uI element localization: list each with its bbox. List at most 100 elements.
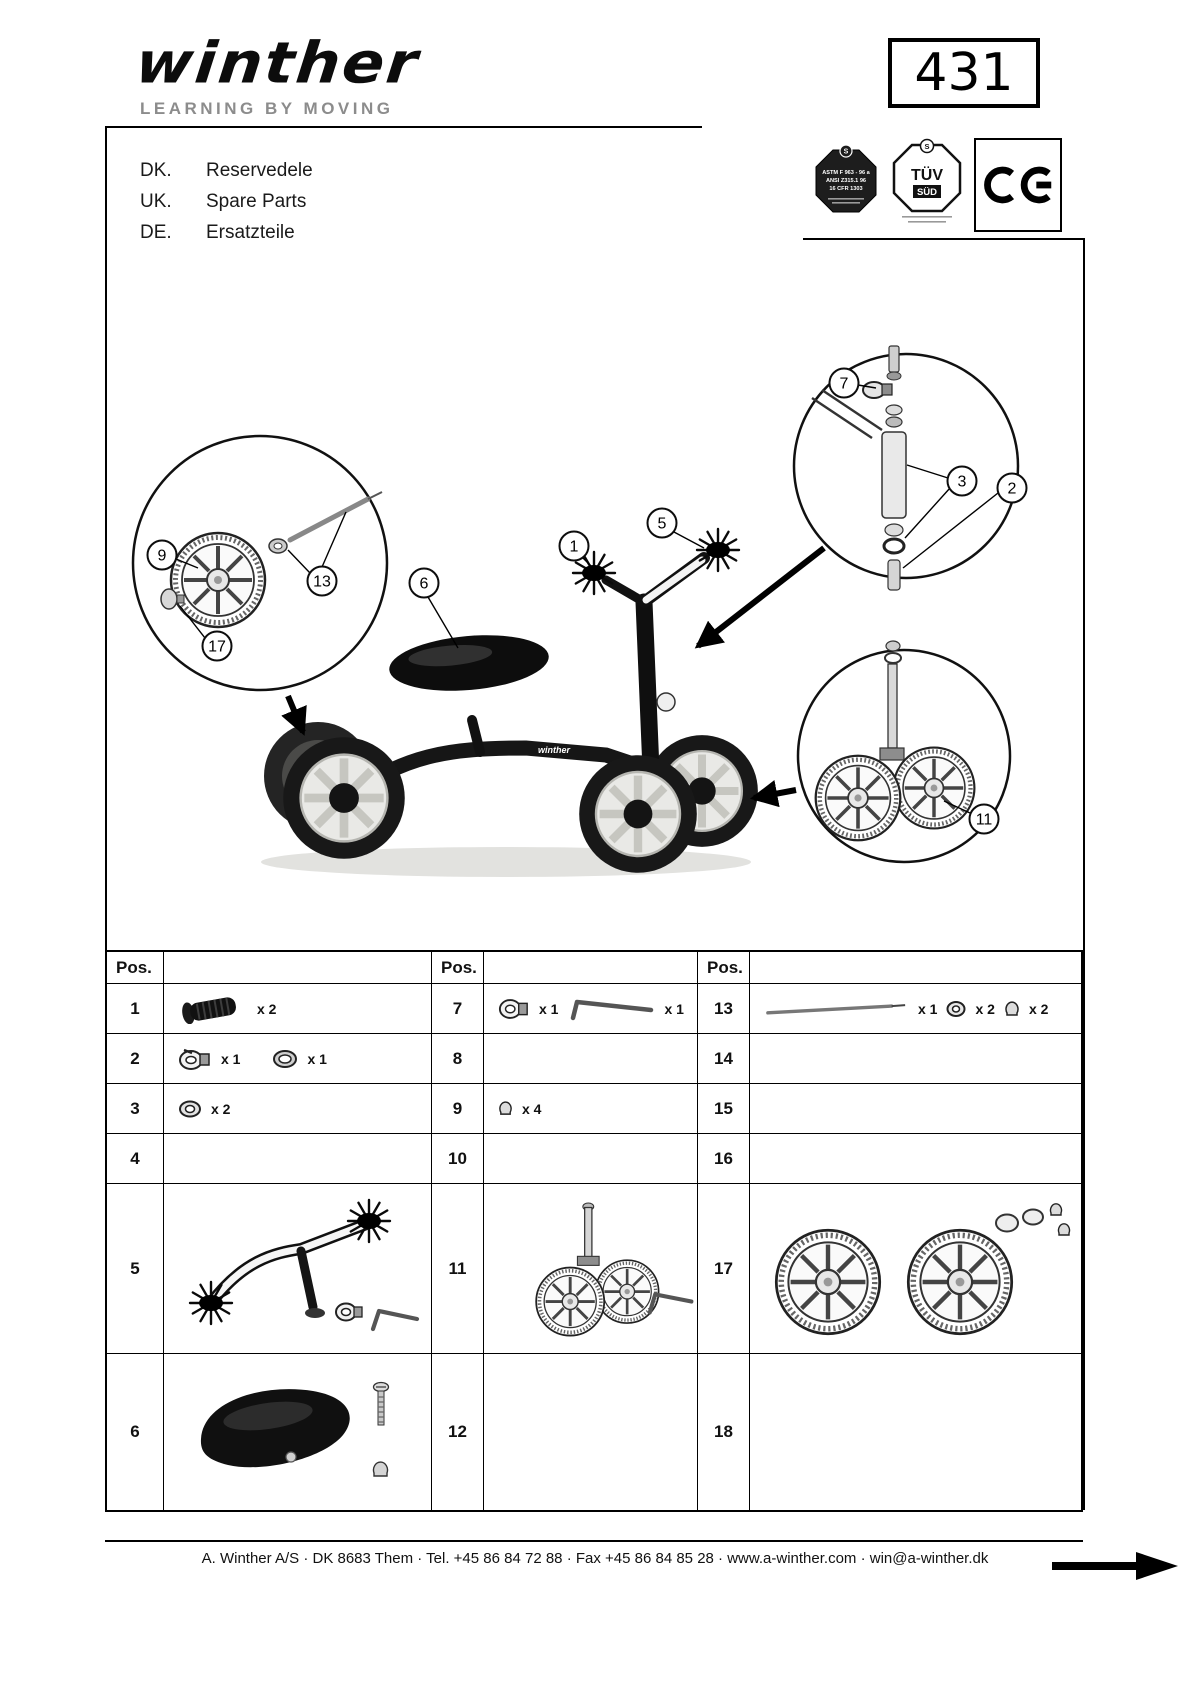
- svg-text:11: 11: [976, 812, 993, 829]
- leader-line: [582, 557, 593, 568]
- language-list: DK. Reservedele UK. Spare Parts DE. Ersa…: [140, 160, 313, 244]
- support-wheel-far: [894, 748, 975, 829]
- parts-cell-3: x 2: [164, 1084, 432, 1134]
- language-label-de: Ersatzteile: [206, 222, 295, 243]
- saddle-nut-icon: [372, 1461, 388, 1477]
- leader-line: [321, 511, 347, 568]
- rear-wheel-near: [283, 737, 405, 859]
- exploded-diagram: winther: [131, 345, 1028, 877]
- cap-nut-icon: [499, 1101, 512, 1115]
- header-spacer: [484, 952, 698, 984]
- parts-cell-14: [750, 1034, 1081, 1084]
- support-wheel-assembly-icon: [533, 1201, 693, 1337]
- parts-cell-11: [484, 1184, 698, 1354]
- parts-cell-13: x 1 x 2 x 2: [750, 984, 1081, 1034]
- parts-cell-4: [164, 1134, 432, 1184]
- footer-contact-info: A. Winther A/S · DK 8683 Them · Tel. +45…: [201, 1550, 989, 1567]
- exploded-support-rod: [887, 663, 898, 749]
- svg-text:3: 3: [958, 474, 967, 491]
- pos-cell: 12: [432, 1354, 484, 1510]
- astm-fine-print-line: [828, 198, 864, 200]
- box-border-left: [105, 126, 107, 1510]
- pos-cell: 2: [107, 1034, 164, 1084]
- pos-cell: 13: [698, 984, 750, 1034]
- exploded-washer: [885, 404, 903, 416]
- astm-line2: ANSI Z315.1 96: [826, 178, 866, 184]
- callout-arrow-rear-wheel: [281, 694, 307, 736]
- clamp-icon: [498, 998, 528, 1019]
- tuv-region-box: [913, 185, 941, 198]
- svg-text:7: 7: [840, 376, 849, 393]
- saddle-bolt-icon: [372, 1381, 389, 1426]
- parts-cell-12: [484, 1354, 698, 1510]
- exploded-tube: [881, 431, 907, 519]
- ce-mark-glyph: [984, 166, 1052, 204]
- bearing-ring-icon: [273, 1049, 298, 1068]
- saddle-assembly-icon: [200, 1381, 389, 1477]
- tuv-region: SÜD: [917, 187, 937, 198]
- wheel-set-icon: [755, 1202, 1070, 1345]
- language-label-dk: Reservedele: [206, 160, 313, 181]
- spare-parts-table: Pos. Pos. Pos. 1 x 2 7 x 1: [105, 950, 1083, 1512]
- tuv-fine-print-line: [902, 216, 952, 218]
- exploded-cap: [885, 640, 901, 652]
- parts-cell-10: [484, 1134, 698, 1184]
- exploded-top-rod: [888, 345, 900, 373]
- exploded-ring: [884, 652, 902, 664]
- exploded-cap: [160, 588, 178, 610]
- language-code-dk: DK.: [140, 160, 172, 181]
- pos-cell: 8: [432, 1034, 484, 1084]
- pos-header: Pos.: [698, 952, 750, 984]
- exploded-bracket: [879, 747, 905, 761]
- quantity-label: x 2: [1028, 1000, 1049, 1017]
- pos-cell: 18: [698, 1354, 750, 1510]
- svg-text:1: 1: [570, 539, 579, 556]
- pos-cell: 1: [107, 984, 164, 1034]
- language-code-de: DE.: [140, 222, 172, 243]
- saddle: [389, 635, 549, 691]
- parts-cell-18: [750, 1354, 1081, 1510]
- exploded-collar: [886, 371, 902, 381]
- svg-text:2: 2: [1008, 481, 1017, 498]
- box-border-top-right: [803, 238, 1085, 240]
- exploded-axle: [287, 496, 371, 543]
- washer-icon: [179, 1100, 201, 1117]
- pos-cell: 11: [432, 1184, 484, 1354]
- leader-line: [906, 464, 949, 479]
- handlebar-right-arm: [642, 556, 706, 604]
- pos-cell: 4: [107, 1134, 164, 1184]
- support-wheel-near: [816, 756, 901, 841]
- exploded-lower-tube: [887, 559, 901, 591]
- rear-wheel-exploded-view: 9 13 17: [146, 491, 383, 662]
- axle-icon: [766, 1003, 906, 1015]
- fork-line: [821, 388, 883, 432]
- pushbike-illustration: winther: [264, 527, 758, 873]
- exploded-cap-stem: [176, 594, 185, 604]
- tuv-certification-badge: S TÜV SÜD: [892, 138, 962, 223]
- astm-line1: ASTM F 963 - 96 a: [822, 170, 870, 176]
- pos-cell: 6: [107, 1354, 164, 1510]
- parts-cell-15: [750, 1084, 1081, 1134]
- svg-text:5: 5: [658, 516, 667, 533]
- leader-line: [175, 558, 199, 569]
- pos-header: Pos.: [432, 952, 484, 984]
- box-border-right: [1083, 238, 1085, 1510]
- exploded-washer: [885, 416, 903, 428]
- pos-cell: 16: [698, 1134, 750, 1184]
- front-wheel-near: [579, 755, 697, 873]
- leader-line: [943, 800, 971, 814]
- svg-text:6: 6: [420, 576, 429, 593]
- leader-line: [179, 605, 206, 639]
- callout-label-13: 13: [306, 565, 338, 597]
- tuv-s-mark: S: [924, 142, 929, 151]
- handlebar-grip-icon: [182, 996, 236, 1024]
- language-label-uk: Spare Parts: [206, 191, 307, 212]
- parts-cell-17: [750, 1184, 1081, 1354]
- parts-cell-5: [164, 1184, 432, 1354]
- ce-mark: [974, 138, 1062, 232]
- callout-arrow-support-wheels: [749, 780, 797, 808]
- quantity-label: x 1: [307, 1050, 327, 1067]
- parts-cell-7: x 1 x 1: [484, 984, 698, 1034]
- pos-cell: 5: [107, 1184, 164, 1354]
